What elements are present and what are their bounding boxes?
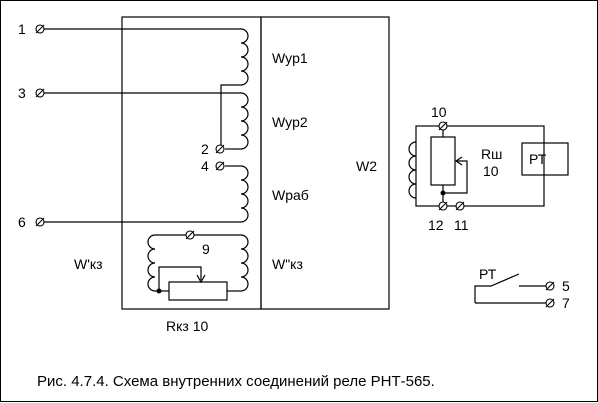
junction-rsh (440, 190, 446, 196)
label-terminal-7: 7 (562, 295, 570, 311)
label-terminal-2: 2 (201, 141, 209, 157)
rsh-wiper-arrow (454, 156, 463, 166)
terminal-1[interactable] (35, 24, 45, 34)
terminal-4[interactable] (215, 161, 225, 171)
label-terminal-6: 6 (18, 214, 26, 230)
terminal-2[interactable] (215, 144, 225, 154)
label-rsh: Rш (481, 146, 502, 162)
label-w2: W2 (356, 158, 377, 174)
rkz-wiper-arrow (196, 274, 206, 284)
terminal-5[interactable] (545, 281, 555, 291)
label-wyp1: Wyp1 (272, 50, 308, 66)
label-wkz2: W"кз (272, 256, 303, 272)
core-left (121, 16, 262, 310)
winding-wkz1-coil (147, 234, 156, 292)
winding-wkz2-coil (240, 234, 249, 292)
winding-wyp1-coil (240, 28, 249, 86)
winding-wyp2-coil (240, 92, 249, 150)
label-pt-coil: РТ (529, 151, 547, 167)
label-terminal-5: 5 (562, 278, 570, 294)
terminal-11[interactable] (455, 201, 465, 211)
pt-contact-blade (474, 273, 520, 303)
resistor-rkz (168, 281, 228, 301)
label-rkz: Rкз 10 (166, 318, 208, 334)
relay-pt-coil (521, 142, 569, 176)
label-wrab: Wраб (272, 187, 309, 203)
label-terminal-12: 12 (428, 217, 444, 233)
terminal-6[interactable] (35, 217, 45, 227)
rsh-wiper (443, 160, 468, 194)
label-terminal-11: 11 (454, 217, 469, 233)
rkz-wiper (158, 266, 202, 291)
terminal-12[interactable] (438, 201, 448, 211)
label-pt-contact: РТ (479, 266, 497, 282)
winding-w2-coil (408, 141, 417, 199)
label-wyp2: Wyp2 (272, 114, 308, 130)
winding-wrab-coil (240, 165, 249, 223)
terminal-9[interactable] (185, 230, 195, 240)
label-terminal-3: 3 (18, 85, 26, 101)
core-right (260, 16, 390, 310)
terminal-7[interactable] (545, 298, 555, 308)
label-terminal-9: 9 (202, 241, 210, 257)
label-rsh-value: 10 (483, 163, 499, 179)
resistor-rsh (430, 136, 456, 186)
label-terminal-1: 1 (18, 21, 26, 37)
junction-rkz (156, 288, 162, 294)
figure-caption: Рис. 4.7.4. Схема внутренних соединений … (37, 373, 435, 390)
terminal-10[interactable] (438, 121, 448, 131)
terminal-3[interactable] (35, 88, 45, 98)
w2-loop (415, 125, 545, 207)
wire-wyp1-to-2 (220, 84, 241, 147)
label-terminal-10: 10 (431, 104, 447, 120)
label-wkz1: W'кз (74, 256, 103, 272)
label-terminal-4: 4 (201, 158, 209, 174)
